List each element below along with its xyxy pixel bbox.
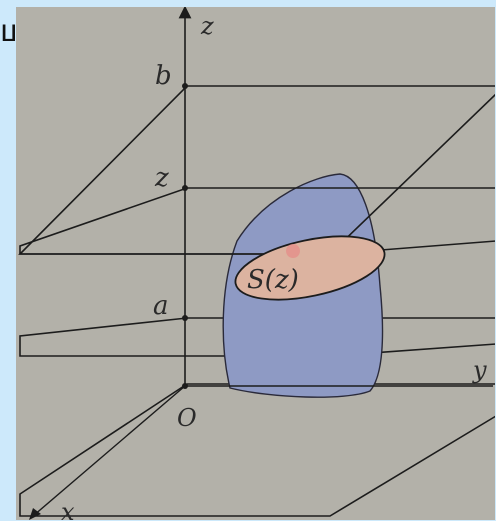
cross-section-ellipse <box>234 235 386 301</box>
plane-b <box>18 85 496 255</box>
label-b: b <box>155 61 172 91</box>
x-axis <box>32 385 186 517</box>
label-y-axis: y <box>472 356 487 384</box>
x-axis-arrowhead <box>29 508 41 520</box>
section-marker <box>286 244 300 258</box>
tick-z <box>182 185 188 191</box>
tick-a <box>182 315 188 321</box>
label-z-axis: z <box>200 12 214 40</box>
label-origin: O <box>177 404 197 432</box>
tick-origin <box>182 383 188 389</box>
plane-bottom <box>19 383 496 517</box>
label-x-axis: x <box>61 498 75 521</box>
tick-b <box>182 83 188 89</box>
label-z: z <box>154 163 169 193</box>
label-section: S(z) <box>247 265 299 295</box>
volume-by-cross-section-figure: z b z a O y x S(z) <box>15 6 496 521</box>
label-a: a <box>153 291 169 321</box>
figure-canvas: z b z a O y x S(z) <box>15 6 496 521</box>
